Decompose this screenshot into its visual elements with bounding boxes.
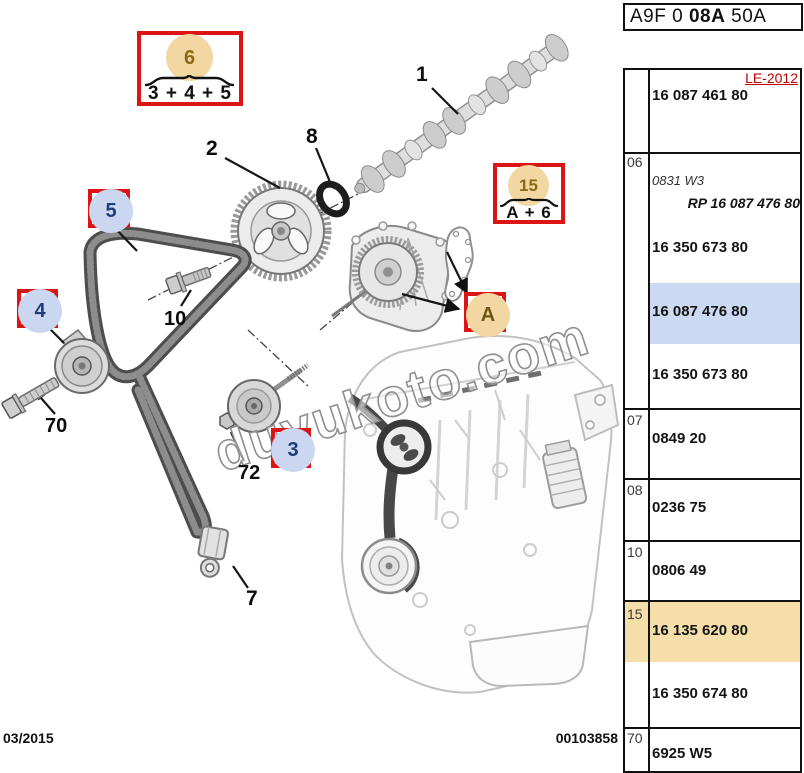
brace-icon (144, 75, 235, 87)
row-ref-70: 70 (627, 730, 643, 746)
kit-callout-6[interactable]: 6 3 + 4 + 5 (137, 31, 243, 106)
part-label-1: 1 (416, 63, 428, 86)
part-label-72: 72 (238, 462, 261, 484)
row-ref-07: 07 (627, 412, 643, 428)
valve-cover-slots (417, 370, 542, 404)
oil-filter (542, 439, 588, 510)
part-number[interactable]: 16 350 673 80 (652, 366, 748, 383)
code-bold: 08A (688, 6, 726, 27)
kit-number: 15 (519, 176, 538, 195)
row-ref-06: 06 (627, 154, 643, 170)
part-number[interactable]: 16 087 461 80 (652, 87, 748, 104)
part-label-8: 8 (306, 125, 318, 148)
part-number[interactable]: 16 350 674 80 (652, 685, 748, 702)
parts-table (623, 68, 802, 773)
replacement-part-number[interactable]: RP 16 087 476 80 (687, 195, 800, 211)
code-suffix: 50A (725, 6, 767, 27)
belt-guide-bracket (197, 525, 230, 578)
water-pump (331, 221, 453, 332)
camshaft-seal (316, 180, 350, 218)
ref-callout-3[interactable]: 3 (271, 428, 315, 472)
crankshaft-pulley (360, 537, 420, 595)
page-code-header: A9F 0 08A 50A (623, 3, 803, 31)
part-number[interactable]: 0849 20 (652, 430, 707, 447)
mechanical-drawing: duyukoto.com (1, 34, 620, 694)
ref-number: 3 (287, 439, 299, 461)
ref-callout-4[interactable]: 4 (17, 289, 62, 333)
row-divider (623, 408, 802, 410)
kit-formula: A + 6 (506, 203, 552, 222)
kit-row-highlight (625, 602, 802, 662)
row-ref-15: 15 (627, 606, 643, 622)
row-divider (623, 727, 802, 729)
ref-number: 4 (34, 300, 46, 322)
brace-icon (499, 198, 559, 208)
ref-badge: A (466, 293, 510, 337)
code-prefix: A9F 0 (630, 6, 689, 27)
part-number[interactable]: 16 350 673 80 (652, 239, 748, 256)
camshaft-sprocket (230, 180, 332, 282)
sprocket-bolt (165, 266, 212, 295)
engine-front-pulley (347, 394, 432, 539)
part-number[interactable]: 6925 W5 (652, 745, 713, 762)
row-ref-10: 10 (627, 544, 643, 560)
ref-callout-a[interactable]: A (464, 292, 510, 337)
kit-number: 6 (183, 46, 196, 69)
part-number[interactable]: 0236 75 (652, 499, 707, 516)
row-divider (623, 478, 802, 480)
column-divider (648, 68, 650, 773)
ref-callout-5[interactable]: 5 (88, 189, 133, 233)
row-divider (623, 540, 802, 542)
ref-badge: 4 (18, 289, 62, 333)
selected-row-highlight (650, 283, 802, 344)
ref-letter: A (480, 304, 496, 326)
kit-formula: 3 + 4 + 5 (147, 83, 232, 104)
kit-number-badge: 6 (166, 34, 213, 81)
part-number[interactable]: 0806 49 (652, 562, 707, 579)
ref-badge: 5 (89, 189, 133, 233)
ref-badge: 3 (271, 428, 315, 472)
camshaft (354, 34, 569, 194)
exploded-parts-diagram: duyukoto.com 1 2 8 10 70 72 7 6 3 + 4 + … (1, 31, 620, 746)
row-divider (623, 152, 802, 154)
row-divider (623, 600, 802, 602)
document-number: 00103858 (555, 730, 618, 746)
engine-code: 0831 W3 (652, 173, 705, 188)
part-label-2: 2 (206, 137, 218, 160)
le-2012-link[interactable]: LE-2012 (745, 70, 798, 86)
tensioner-pulley (54, 328, 110, 394)
ref-number: 5 (105, 200, 117, 222)
part-label-7: 7 (246, 587, 258, 610)
part-label-10: 10 (164, 308, 187, 330)
date-stamp: 03/2015 (3, 730, 54, 746)
water-pump-gasket (444, 226, 474, 302)
part-label-70: 70 (45, 415, 68, 437)
leader-lines (40, 87, 468, 589)
part-number-selected[interactable]: 16 087 476 80 (652, 303, 748, 320)
kit-callout-15[interactable]: 15 A + 6 (493, 163, 565, 224)
row-ref-08: 08 (627, 482, 643, 498)
part-number-kit[interactable]: 16 135 620 80 (652, 622, 748, 639)
tensioner-bolt (1, 377, 60, 419)
idler-roller (219, 362, 310, 433)
